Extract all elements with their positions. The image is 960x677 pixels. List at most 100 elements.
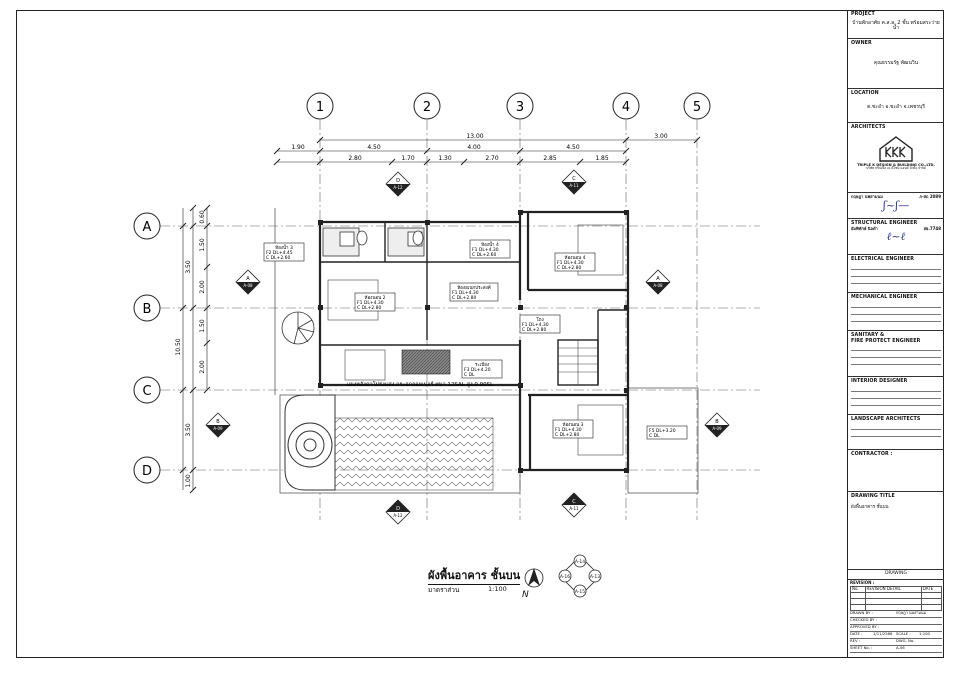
section-marker-d-top: DA-12: [385, 171, 411, 197]
grid-bubble-A: A: [133, 212, 161, 240]
approved-by-label: APPROVED BY :: [850, 624, 880, 630]
svg-text:ห้องนอน 4: ห้องนอน 4: [564, 255, 585, 261]
svg-text:B: B: [143, 302, 152, 317]
interior-label: INTERIOR DESIGNER: [851, 379, 908, 384]
title-block: PROJECT บ้านพักอาศัย ค.ส.ล. 2 ชั้น พร้อม…: [847, 10, 944, 658]
dim-left-ab: 3.50: [185, 260, 192, 274]
section-marker-d-bottom: DA-12: [385, 499, 411, 525]
grid-bubble-4: 4: [612, 92, 640, 120]
svg-text:A-09: A-09: [712, 426, 722, 431]
svg-text:A-08: A-08: [653, 283, 663, 288]
dim-top-2-3: 4.50: [566, 144, 580, 151]
location-label: LOCATION: [851, 91, 879, 96]
svg-text:A-11: A-11: [569, 506, 579, 511]
svg-text:C: C: [572, 499, 576, 505]
roof-note: แผงหลังคาโปร่งแสง กระจกลอยเปอร์ หนา 12SA…: [347, 380, 494, 388]
firm-name: TRIPLE K DESIGN & BUILDING CO.,LTD.: [857, 162, 935, 167]
svg-text:F2 DL+4.45: F2 DL+4.45: [266, 250, 293, 256]
north-arrow-icon: [524, 568, 544, 588]
svg-text:F1 DL+4.30: F1 DL+4.30: [472, 247, 499, 253]
svg-text:C DL: C DL: [464, 372, 475, 378]
dim-top-3-5: 1.85: [595, 155, 609, 162]
structural-label: STRUCTURAL ENGINEER: [851, 221, 918, 226]
svg-text:D: D: [396, 506, 400, 512]
dim-top-3-0: 2.80: [348, 155, 362, 162]
svg-text:F1 DL+4.30: F1 DL+4.30: [452, 290, 479, 296]
svg-text:B: B: [715, 419, 719, 425]
dim-top-3-1: 1.70: [401, 155, 415, 162]
svg-text:C DL+2.60: C DL+2.60: [472, 252, 496, 258]
floor-plan: 1 2 3 4 5 A B C D 13.00 3.00 1.90 4.50 4…: [133, 92, 760, 598]
grid-bubble-D: D: [133, 456, 161, 484]
key-plan-icon: A-14 A-13 A-15 A-16: [558, 554, 602, 598]
north-label: N: [522, 590, 529, 600]
dim-top-2-1: 4.50: [367, 144, 381, 151]
firm-sub: บริษัท ทริปเปิ้ล เค ดีไซน์ แอนด์ บิวดิ้ง…: [866, 165, 926, 170]
svg-text:C DL+2.60: C DL+2.60: [266, 255, 290, 261]
dim-left-a2: 2.00: [199, 280, 206, 294]
terrace-hatch: [334, 417, 494, 491]
svg-text:C: C: [572, 176, 576, 182]
svg-text:A-09: A-09: [213, 426, 223, 431]
svg-text:F1 DL+4.30: F1 DL+4.30: [522, 322, 549, 328]
drawing-title-label: DRAWING TITLE: [851, 494, 895, 499]
architect-signature: ʃ~ʃ—: [882, 198, 910, 212]
bathroom-fixtures: [322, 227, 425, 257]
dim-top-2-2: 4.00: [467, 144, 481, 151]
svg-text:ห้องน้ำ 3: ห้องน้ำ 3: [275, 244, 293, 251]
svg-text:D: D: [396, 178, 400, 184]
revision-label: REVISION :: [850, 580, 875, 585]
svg-text:F5 DL+3.20: F5 DL+3.20: [649, 428, 676, 434]
room-tag-roof: F5 DL+3.20C DL: [646, 425, 688, 440]
structural-name: อัมพิทักษ์ นิลดำ: [851, 225, 878, 231]
svg-text:F1 DL+4.30: F1 DL+4.30: [557, 260, 584, 266]
architect-license: ภ-สถ 2089: [919, 194, 941, 199]
section-marker-a-right: AA-08: [645, 269, 671, 295]
room-tag-multipurpose: ห้องอเนกประสงค์F1 DL+4.30C DL+2.80: [449, 282, 499, 302]
scale-label: SCALE :: [896, 631, 911, 637]
dim-left-d: 1.00: [185, 474, 192, 488]
svg-text:C DL+2.80: C DL+2.80: [557, 265, 581, 271]
room-tag-bath3: ห้องน้ำ 3F2 DL+4.45C DL+2.60: [263, 242, 305, 262]
svg-text:C DL+2.80: C DL+2.80: [357, 305, 381, 311]
dim-top-3-3: 2.70: [485, 155, 499, 162]
dim-top-3-2: 1.30: [438, 155, 452, 162]
grid-bubble-B: B: [133, 294, 161, 322]
svg-text:C DL+2.80: C DL+2.80: [452, 295, 476, 301]
dim-left-cd: 3.50: [185, 423, 192, 437]
svg-text:5: 5: [693, 100, 701, 115]
grid-bubble-C: C: [133, 376, 161, 404]
sheet-no-value: A-06: [896, 645, 905, 651]
svg-text:A: A: [143, 220, 152, 235]
plan-scale-value: 1:100: [488, 585, 507, 593]
checked-by-label: CHECKED BY :: [850, 617, 877, 623]
grid-bubble-1: 1: [306, 92, 334, 120]
svg-text:ห้องอเนกประสงค์: ห้องอเนกประสงค์: [457, 284, 491, 291]
dim-left-top: 0.60: [199, 210, 206, 224]
svg-text:1: 1: [316, 100, 324, 115]
svg-text:A-08: A-08: [243, 283, 253, 288]
dim-left-overall: 10.50: [175, 338, 182, 355]
firm-logo: TRIPLE K DESIGN & BUILDING CO.,LTD. บริษ…: [851, 135, 941, 171]
dim-top-2-0: 1.90: [291, 144, 305, 151]
kkk-logo-icon: [879, 135, 913, 162]
svg-text:โถง: โถง: [536, 316, 543, 323]
owner-label: OWNER: [851, 41, 872, 46]
dim-top-right: 3.00: [654, 133, 668, 140]
architect-name: กฤษฎา นพสามนม: [851, 194, 883, 199]
rev-label: REV :: [850, 638, 861, 644]
sheet-no-label: SHEET No. :: [850, 645, 873, 651]
svg-text:2: 2: [423, 100, 431, 115]
section-marker-c-bottom: CA-11: [561, 492, 587, 518]
architects-label: ARCHITECTS: [851, 125, 886, 130]
svg-text:C DL+2.80: C DL+2.80: [555, 432, 579, 438]
contractor-label: CONTRACTOR :: [851, 452, 893, 457]
structural-license: สย.7748: [923, 225, 941, 231]
landscape-label: LANDSCAPE ARCHITECTS: [851, 417, 921, 422]
svg-text:A-12: A-12: [393, 513, 403, 518]
svg-text:A-14: A-14: [575, 559, 585, 565]
svg-text:ระเบียง: ระเบียง: [475, 362, 489, 368]
